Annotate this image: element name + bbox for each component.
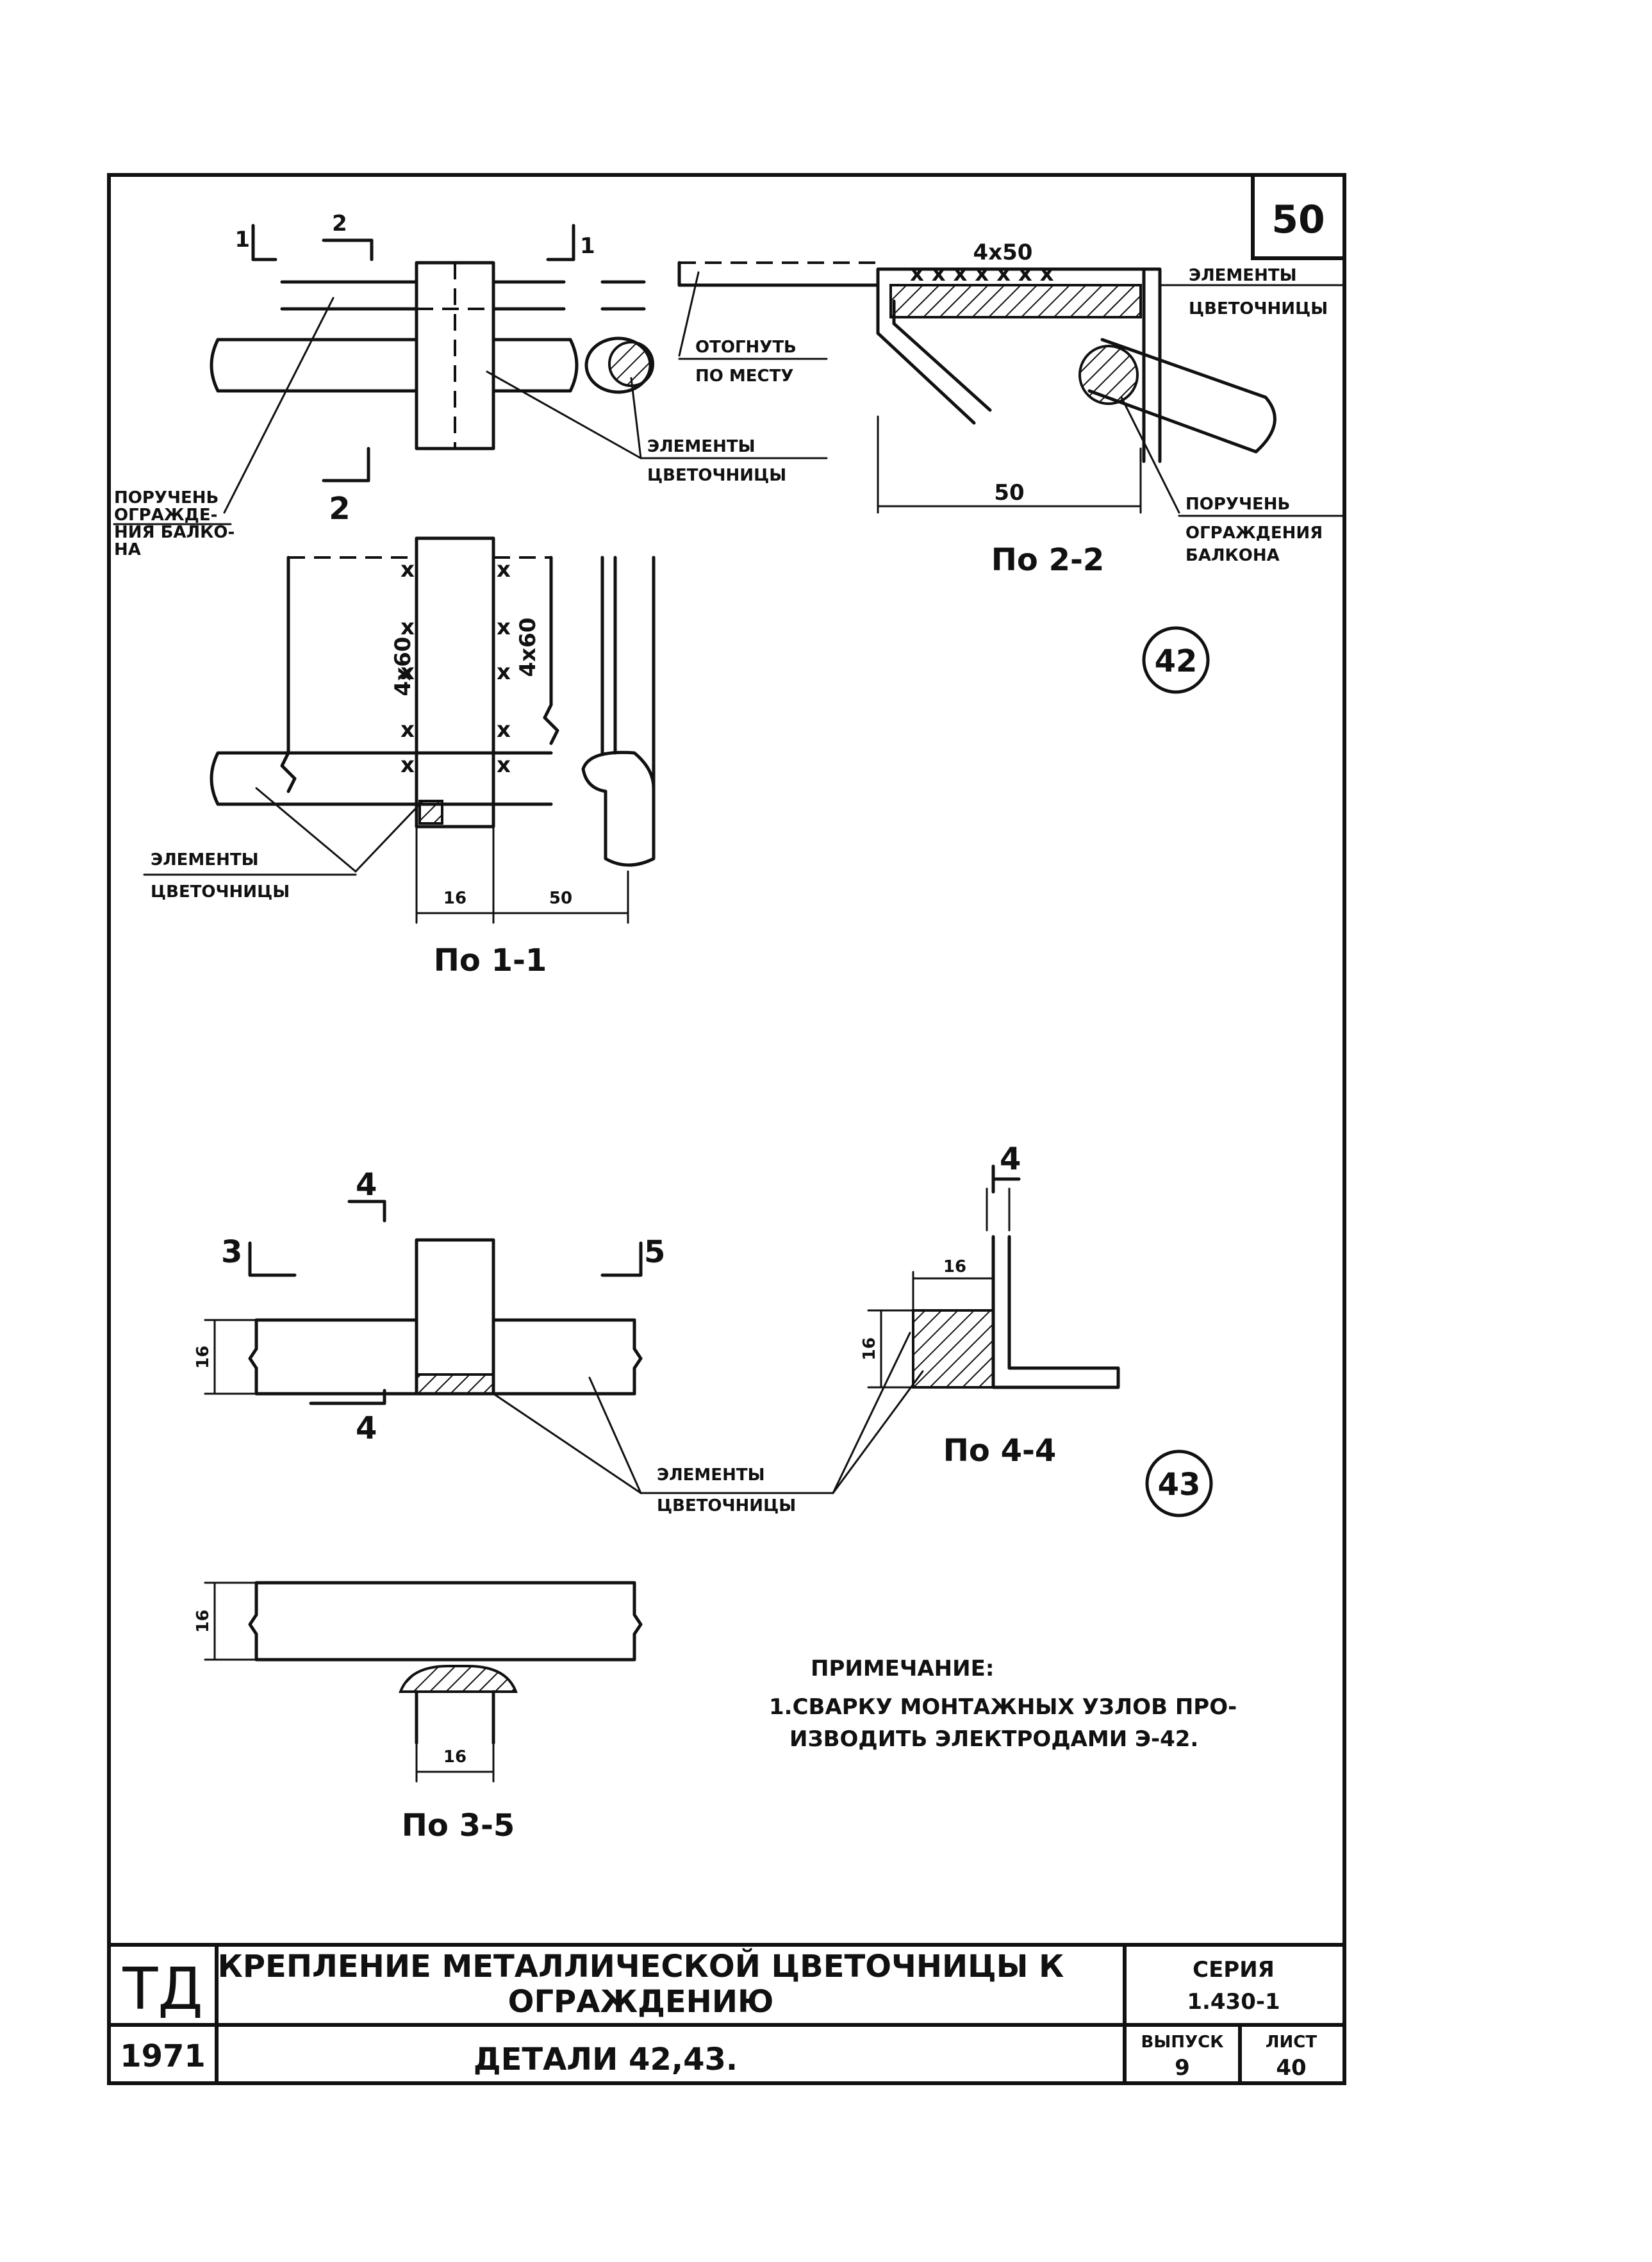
cut-mark-1-right: 1 (580, 233, 595, 259)
detail-badge-43: 43 (1145, 1449, 1213, 1517)
svg-text:4: 4 (356, 1167, 377, 1203)
detail-43-section-4-4: 4 16 16 По 4-4 (860, 1141, 1120, 1469)
detail-badge-42: 42 (1142, 626, 1210, 694)
svg-text:42: 42 (1155, 643, 1198, 679)
label-rail-22-l3: БАЛКОНА (1185, 546, 1280, 565)
org-mark: ТД (122, 1956, 202, 2023)
cut-mark-2-bottom: 2 (329, 491, 350, 527)
sheet-label: ЛИСТ (1266, 2033, 1317, 2052)
series-label: СЕРИЯ (1193, 1957, 1275, 1983)
svg-text:16: 16 (194, 1610, 213, 1633)
detail-43-plan-view: 4 3 5 4 16 ЭЛЕМЕНТЫ ЦВЕТОЧНИЦЫ (194, 1167, 924, 1515)
cut-mark-1-left: 1 (235, 227, 250, 252)
svg-text:ОГРАЖДЕ-: ОГРАЖДЕ- (114, 506, 217, 525)
issue-label: ВЫПУСК (1141, 2033, 1224, 2052)
svg-text:x: x (401, 752, 415, 778)
label-flower-elements-22-l2: ЦВЕТОЧНИЦЫ (1189, 299, 1328, 318)
dim-weld-left: 4x60 (390, 637, 416, 697)
dim-50-11: 50 (549, 889, 572, 908)
svg-text:НА: НА (114, 540, 141, 559)
svg-text:x: x (497, 752, 511, 778)
dim-16-11: 16 (443, 889, 467, 908)
svg-text:x: x (401, 659, 415, 685)
label-flower-elements-42a-l1: ЭЛЕМЕНТЫ (647, 437, 756, 456)
note-title: ПРИМЕЧАНИЕ: (811, 1656, 994, 1681)
svg-text:x: x (497, 557, 511, 582)
issue-value: 9 (1175, 2055, 1190, 2081)
label-flower-elements-11-l2: ЦВЕТОЧНИЦЫ (151, 882, 290, 902)
svg-text:16: 16 (943, 1257, 966, 1276)
label-bend-line2: ПО МЕСТУ (695, 367, 793, 386)
cut-mark-2-top: 2 (332, 211, 347, 236)
svg-text:x: x (401, 717, 415, 743)
sheet-number: 50 (1271, 197, 1325, 242)
note-line2: ИЗВОДИТЬ ЭЛЕКТРОДАМИ Э-42. (789, 1726, 1198, 1752)
svg-text:ЭЛЕМЕНТЫ: ЭЛЕМЕНТЫ (657, 1465, 765, 1485)
title-line2: ОГРАЖДЕНИЮ (508, 1984, 774, 2020)
drawing-frame (107, 173, 1346, 2085)
svg-text:4: 4 (356, 1410, 377, 1446)
label-rail-22-l2: ОГРАЖДЕНИЯ (1185, 524, 1323, 543)
handrail-section (584, 336, 654, 394)
svg-text:16: 16 (194, 1346, 213, 1369)
view-label-2-2: По 2-2 (991, 542, 1105, 578)
view-label-4-4: По 4-4 (943, 1433, 1057, 1469)
title-line1: КРЕПЛЕНИЕ МЕТАЛЛИЧЕСКОЙ ЦВЕТОЧНИЦЫ К (218, 1948, 1064, 1985)
weld-marks-top: x x x x x x x (910, 261, 1054, 286)
subtitle: ДЕТАЛИ 42,43. (474, 2042, 738, 2077)
view-label-3-5: По 3-5 (402, 1808, 515, 1844)
view-label-1-1: По 1-1 (434, 943, 547, 978)
title-block: ТД 1971 КРЕПЛЕНИЕ МЕТАЛЛИЧЕСКОЙ ЦВЕТОЧНИ… (109, 1943, 1344, 2083)
svg-text:x: x (497, 615, 511, 640)
label-rail-22-l1: ПОРУЧЕНЬ (1185, 495, 1290, 514)
svg-text:ПОРУЧЕНЬ: ПОРУЧЕНЬ (114, 488, 219, 508)
sheet-number-box: 50 (1251, 173, 1346, 260)
label-flower-elements-22-l1: ЭЛЕМЕНТЫ (1189, 266, 1297, 285)
svg-text:ЦВЕТОЧНИЦЫ: ЦВЕТОЧНИЦЫ (657, 1496, 796, 1515)
svg-text:5: 5 (644, 1234, 665, 1270)
series-value: 1.430-1 (1187, 1989, 1280, 2015)
detail-43-section-3-5: 16 16 По 3-5 (194, 1581, 643, 1844)
detail-42-section-2-2: x x x x x x x 4x50 50 ОТОГНУТЬ ПО МЕСТУ … (677, 240, 1344, 578)
svg-text:x: x (401, 615, 415, 640)
detail-42-plan-view: 1 2 1 2 ЭЛЕМЕНТЫ ЦВЕТОЧНИЦЫ (210, 211, 828, 527)
dim-base-50: 50 (994, 480, 1024, 506)
rail-label-left: ПОРУЧЕНЬ ОГРАЖДЕ- НИЯ БАЛКО- НА (113, 488, 235, 559)
svg-text:НИЯ БАЛКО-: НИЯ БАЛКО- (114, 523, 235, 542)
dim-weld-top: 4x50 (973, 240, 1033, 265)
svg-text:4: 4 (1000, 1141, 1021, 1177)
svg-text:16: 16 (860, 1337, 879, 1360)
note-line1: 1.СВАРКУ МОНТАЖНЫХ УЗЛОВ ПРО- (769, 1694, 1237, 1720)
note-block: ПРИМЕЧАНИЕ: 1.СВАРКУ МОНТАЖНЫХ УЗЛОВ ПРО… (769, 1656, 1237, 1752)
svg-text:43: 43 (1158, 1467, 1201, 1503)
svg-text:x: x (497, 717, 511, 743)
label-flower-elements-42a-l2: ЦВЕТОЧНИЦЫ (647, 466, 786, 485)
label-flower-elements-11-l1: ЭЛЕМЕНТЫ (151, 850, 259, 870)
dim-weld-right: 4x60 (515, 618, 541, 677)
svg-text:x: x (497, 659, 511, 685)
svg-text:x: x (401, 557, 415, 582)
label-bend-line1: ОТОГНУТЬ (695, 338, 797, 357)
svg-text:3: 3 (221, 1234, 242, 1270)
sheet-value: 40 (1276, 2055, 1306, 2081)
svg-text:16: 16 (443, 1747, 467, 1767)
year: 1971 (120, 2038, 206, 2074)
